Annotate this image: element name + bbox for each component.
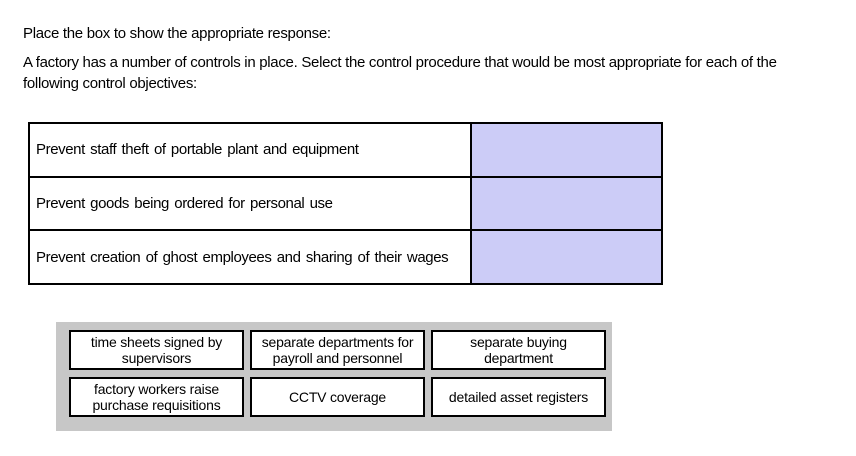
objective-text-3: Prevent creation of ghost employees and … (28, 229, 472, 285)
option-box-purchase-requisitions[interactable]: factory workers raise purchase requisiti… (69, 377, 244, 417)
option-box-asset-registers[interactable]: detailed asset registers (431, 377, 606, 417)
objectives-table: Prevent staff theft of portable plant an… (28, 122, 663, 285)
option-box-time-sheets[interactable]: time sheets signed by supervisors (69, 330, 244, 370)
tray-row-1: time sheets signed by supervisors separa… (69, 330, 606, 370)
option-label: separate departments for payroll and per… (261, 334, 414, 366)
option-box-separate-buying[interactable]: separate buying department (431, 330, 606, 370)
answer-drop-zone-1[interactable] (470, 122, 663, 178)
table-row: Prevent creation of ghost employees and … (28, 229, 663, 285)
objective-text-2: Prevent goods being ordered for personal… (28, 175, 472, 232)
option-box-separate-departments[interactable]: separate departments for payroll and per… (250, 330, 425, 370)
description-text: A factory has a number of controls in pl… (23, 54, 777, 92)
instruction-text: Place the box to show the appropriate re… (23, 25, 331, 42)
answer-drop-zone-2[interactable] (470, 175, 663, 232)
table-row: Prevent staff theft of portable plant an… (28, 122, 663, 178)
option-label: separate buying department (470, 334, 567, 366)
options-tray: time sheets signed by supervisors separa… (56, 322, 612, 431)
option-label: time sheets signed by supervisors (90, 334, 223, 366)
option-label: detailed asset registers (448, 389, 589, 405)
option-label: factory workers raise purchase requisiti… (92, 381, 221, 413)
table-row: Prevent goods being ordered for personal… (28, 175, 663, 232)
objective-text-1: Prevent staff theft of portable plant an… (28, 122, 472, 178)
option-label: CCTV coverage (289, 389, 386, 405)
option-box-cctv-coverage[interactable]: CCTV coverage (250, 377, 425, 417)
answer-drop-zone-3[interactable] (470, 229, 663, 285)
tray-row-2: factory workers raise purchase requisiti… (69, 377, 606, 417)
